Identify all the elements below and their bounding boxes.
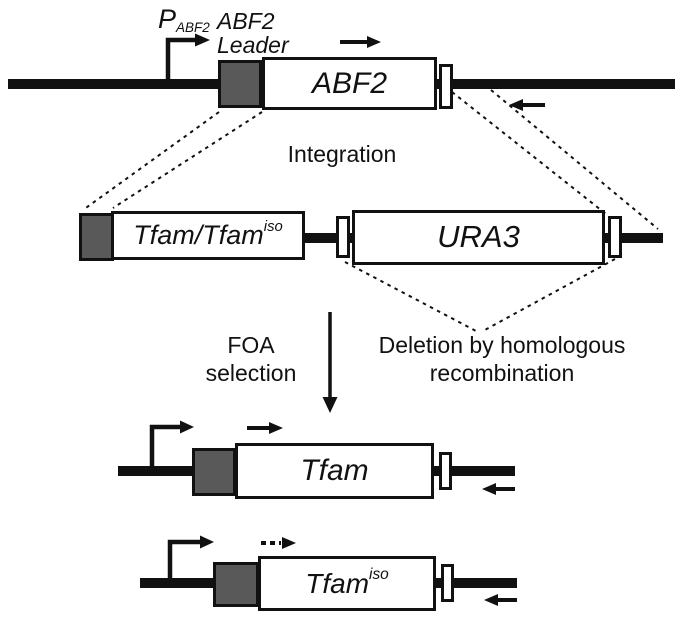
integration-guide-lines-left: [82, 111, 263, 211]
tfam-result-gene-label: Tfam: [300, 454, 369, 488]
tfam-promoter-arrow-icon: [149, 420, 194, 470]
tfam-iso-reverse-primer-arrow-icon: [484, 594, 517, 606]
tfam-iso-result-gene-box: [258, 556, 436, 611]
ura3-marker-box: [352, 210, 605, 265]
tfam-iso-promoter-arrow-icon: [167, 535, 214, 582]
tfam-iso-forward-dashed-arrow-icon: [261, 537, 296, 549]
tfam-iso-result-repeat-box: [441, 564, 454, 602]
top-reverse-primer-arrow-icon: [509, 99, 545, 111]
deletion-guide-lines: [344, 258, 616, 332]
ura3-marker-label: URA3: [437, 219, 520, 255]
abf2-leader-label: ABF2 Leader: [217, 8, 289, 59]
step-down-arrow-icon: [322, 312, 338, 413]
abf2-promoter-arrow-icon: [165, 33, 210, 84]
tfam-result-repeat-box: [439, 452, 452, 490]
foa-selection-label: FOA selection: [205, 332, 297, 386]
tfam-result-homology-box: [192, 448, 236, 496]
abf2-promoter-label: PABF2: [158, 4, 210, 35]
abf2-gene-label: ABF2: [311, 66, 388, 100]
deletion-label: Deletion by homologous recombination: [378, 332, 626, 386]
integration-label: Integration: [287, 141, 397, 167]
abf2-forward-arrow-icon: [340, 36, 381, 48]
cassette-homology-box: [79, 213, 114, 261]
cassette-repeat-box-right: [608, 216, 622, 258]
tfam-forward-arrow-icon: [247, 422, 283, 434]
tfam-reverse-primer-arrow-icon: [482, 483, 515, 495]
tfam-result-gene-box: [235, 443, 434, 499]
tfam-iso-result-homology-box: [213, 562, 259, 607]
top-repeat-box: [439, 64, 453, 109]
abf2-gene-box: [262, 57, 437, 110]
abf2-leader-homology-box: [218, 60, 262, 108]
integration-guide-lines-right: [451, 89, 659, 230]
cassette-gene-box: [111, 211, 305, 260]
cassette-repeat-box-left: [336, 216, 350, 258]
